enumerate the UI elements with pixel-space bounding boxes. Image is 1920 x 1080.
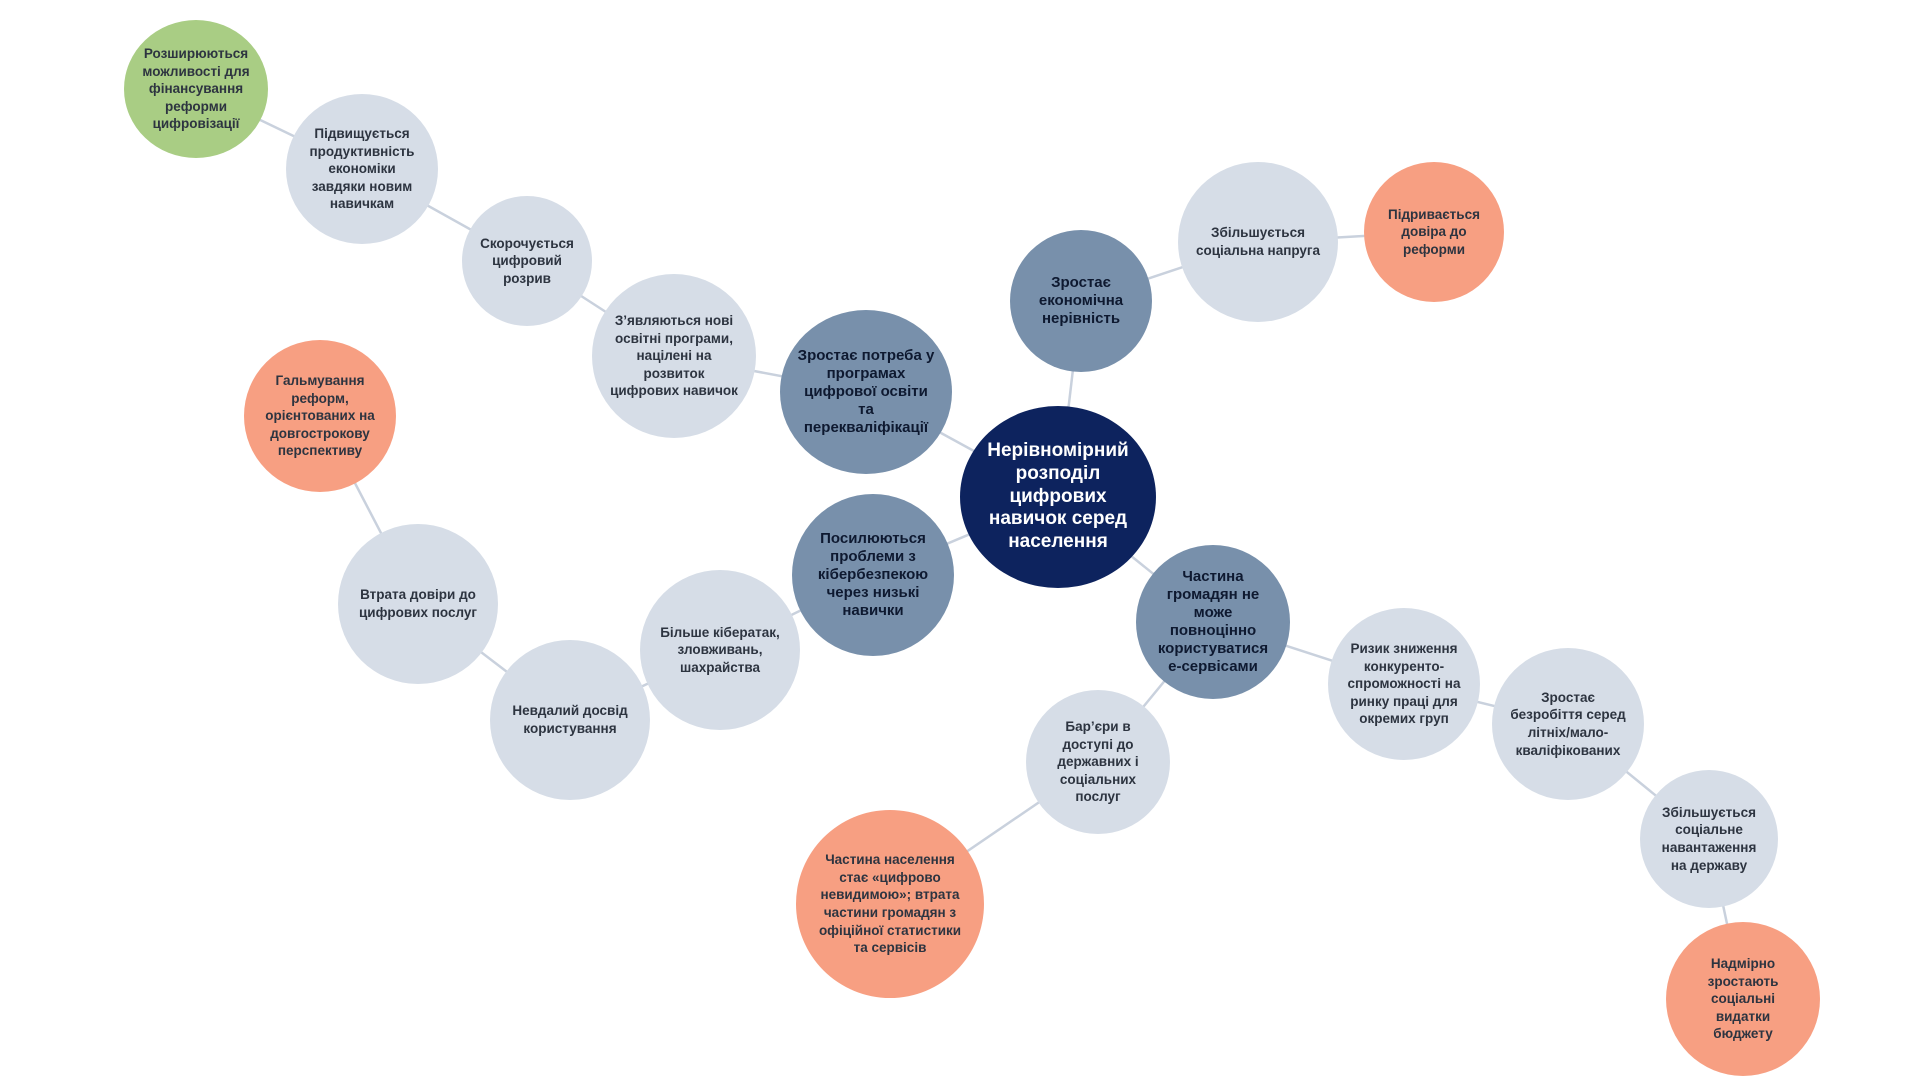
node-invisible: Частина населення стає «цифрово невидимо…	[796, 810, 984, 998]
node-cyberattacks: Більше кібератак, зловживань, шахрайства	[640, 570, 800, 730]
node-cyberattacks-label: Більше кібератак, зловживань, шахрайства	[660, 624, 780, 675]
node-digital-gap-label: Скорочується цифровий розрив	[480, 235, 574, 286]
node-social-burden-label: Збільшується соціальне навантаження на д…	[1661, 804, 1757, 873]
node-productivity-label: Підвищується продуктивність економіки за…	[309, 126, 415, 212]
central-node: Нерівномірний розподіл цифрових навичок …	[960, 406, 1156, 588]
node-financing-label: Розширюються можливості для фінансування…	[142, 46, 250, 132]
node-social-burden: Збільшується соціальне навантаження на д…	[1640, 770, 1778, 908]
node-productivity: Підвищується продуктивність економіки за…	[286, 94, 438, 244]
node-barriers: Бар’єри в доступі до державних і соціаль…	[1026, 690, 1170, 834]
central-node-label: Нерівномірний розподіл цифрових навичок …	[987, 440, 1129, 553]
node-financing: Розширюються можливості для фінансування…	[124, 20, 268, 158]
node-new-programs: З’являються нові освітні програми, націл…	[592, 274, 756, 438]
node-need-programs: Зростає потреба у програмах цифрової осв…	[780, 310, 952, 474]
node-econ-inequality: Зростає економічна нерівність	[1010, 230, 1152, 372]
node-cyber-problems-label: Посилюються проблеми з кібербезпекою чер…	[817, 530, 929, 619]
node-new-programs-label: З’являються нові освітні програми, націл…	[610, 313, 738, 399]
node-trust-loss: Втрата довіри до цифрових послуг	[338, 524, 498, 684]
node-social-tension-label: Збільшується соціальна напруга	[1195, 225, 1321, 258]
node-barriers-label: Бар’єри в доступі до державних і соціаль…	[1057, 719, 1139, 805]
node-social-tension: Збільшується соціальна напруга	[1178, 162, 1338, 322]
node-trust-loss-label: Втрата довіри до цифрових послуг	[358, 587, 478, 620]
node-invisible-label: Частина населення стає «цифрово невидимо…	[818, 852, 962, 956]
node-competitiveness-label: Ризик зниження конкуренто-спроможності н…	[1347, 641, 1461, 727]
node-need-programs-label: Зростає потреба у програмах цифрової осв…	[797, 347, 935, 436]
node-bad-experience-label: Невдалий досвід користування	[512, 703, 628, 736]
node-reform-slowdown: Гальмування реформ, орієнтованих на довг…	[244, 340, 396, 492]
node-cyber-problems: Посилюються проблеми з кібербезпекою чер…	[792, 494, 954, 656]
node-trust-reform-label: Підривається довіра до реформи	[1388, 206, 1480, 257]
node-econ-inequality-label: Зростає економічна нерівність	[1038, 274, 1124, 327]
node-digital-gap: Скорочується цифровий розрив	[462, 196, 592, 326]
node-citizens-eservices: Частина громадян не може повноцінно кори…	[1136, 545, 1290, 699]
node-bad-experience: Невдалий досвід користування	[490, 640, 650, 800]
node-reform-slowdown-label: Гальмування реформ, орієнтованих на довг…	[265, 373, 375, 459]
node-social-spending-label: Надмірно зростають соціальні видатки бюд…	[1707, 956, 1779, 1042]
node-citizens-eservices-label: Частина громадян не може повноцінно кори…	[1157, 568, 1269, 675]
node-unemployment-label: Зростає безробіття серед літніх/мало-ква…	[1510, 689, 1626, 758]
node-social-spending: Надмірно зростають соціальні видатки бюд…	[1666, 922, 1820, 1076]
node-unemployment: Зростає безробіття серед літніх/мало-ква…	[1492, 648, 1644, 800]
node-trust-reform: Підривається довіра до реформи	[1364, 162, 1504, 302]
node-competitiveness: Ризик зниження конкуренто-спроможності н…	[1328, 608, 1480, 760]
